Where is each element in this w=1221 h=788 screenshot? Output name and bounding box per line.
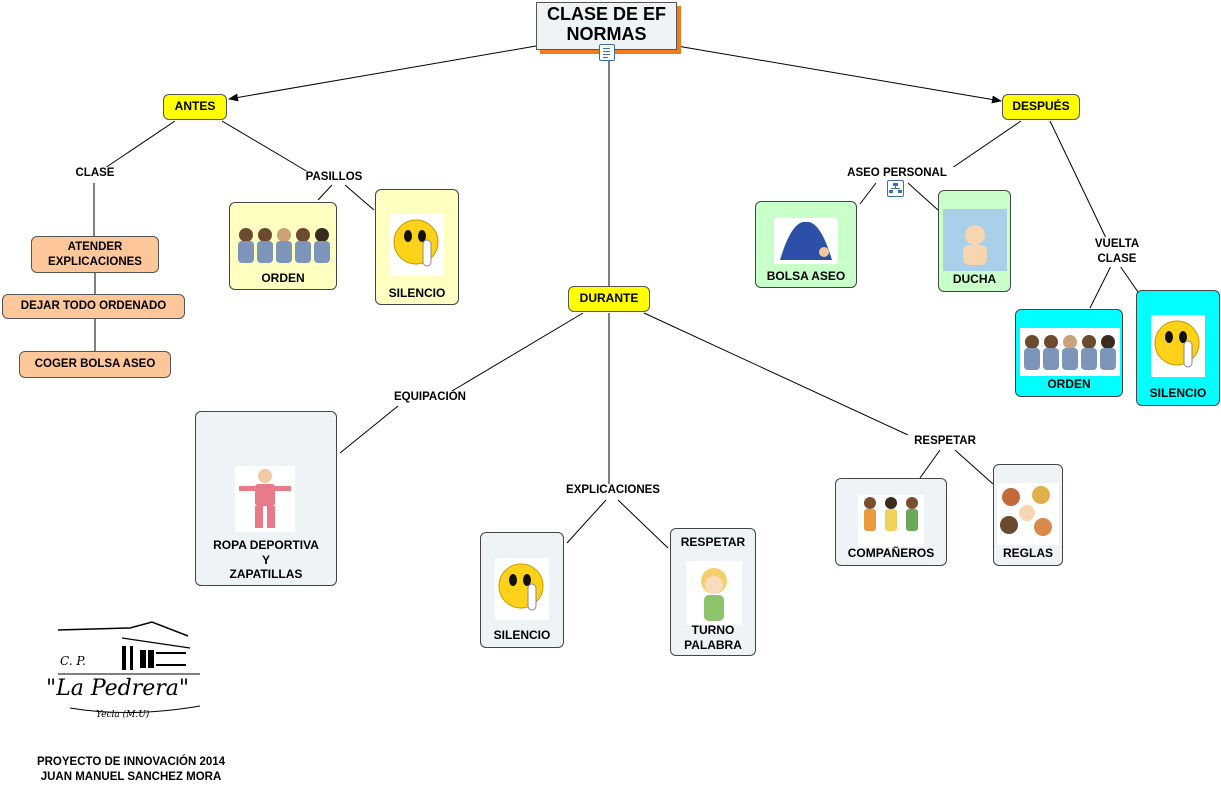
card-ropa-deportiva[interactable]: ROPA DEPORTIVA Y ZAPATILLAS [195, 411, 337, 586]
card-orden-vuelta[interactable]: ORDEN [1015, 309, 1123, 397]
bag-image [774, 218, 838, 264]
card-ducha[interactable]: DUCHA [938, 190, 1011, 292]
node-durante[interactable]: DURANTE [568, 286, 650, 312]
footer-line-1: PROYECTO DE INNOVACIÓN 2014 [36, 756, 226, 768]
card-silencio-explicaciones[interactable]: SILENCIO [480, 532, 564, 648]
girl-image [686, 561, 742, 625]
label-explicaciones: EXPLICACIONES [553, 484, 673, 496]
node-antes[interactable]: ANTES [163, 94, 227, 120]
school-logo: C. P. "La Pedrera" Yecla (M.U) [40, 618, 230, 728]
silence-smiley-image [390, 214, 444, 276]
logo-cp: C. P. [60, 654, 86, 668]
card-caption-line-2: Y [261, 553, 270, 567]
card-orden-pasillos[interactable]: ORDEN [229, 202, 337, 290]
silence-smiley-image [1151, 315, 1205, 377]
card-respetar-turno[interactable]: RESPETAR TURNO PALABRA [670, 528, 756, 656]
tree-icon[interactable] [887, 180, 904, 197]
node-despues[interactable]: DESPUÉS [1002, 94, 1080, 120]
kids-line-image [238, 228, 330, 263]
note-icon[interactable] [599, 44, 615, 61]
kids-line-image [1020, 328, 1120, 376]
label-respetar: RESPETAR [905, 435, 985, 447]
card-caption: REGLAS [1002, 546, 1053, 560]
card-caption: SILENCIO [1149, 386, 1207, 400]
silence-smiley-image [495, 558, 549, 620]
card-silencio-vuelta[interactable]: SILENCIO [1136, 290, 1220, 406]
card-caption-top: RESPETAR [680, 535, 746, 549]
card-caption: SILENCIO [388, 286, 446, 300]
label-pasillos: PASILLOS [296, 171, 372, 183]
logo-town: Yecla (M.U) [96, 710, 150, 720]
title-line-1: CLASE DE EF [546, 4, 666, 24]
label-aseo-personal: ASEO PERSONAL [836, 167, 958, 179]
footer-line-2: JUAN MANUEL SANCHEZ MORA [40, 771, 222, 783]
card-caption: ORDEN [1047, 377, 1091, 391]
map-title[interactable]: CLASE DE EF NORMAS [536, 2, 677, 50]
card-caption-line-3: ZAPATILLAS [229, 567, 303, 581]
title-line-2: NORMAS [566, 24, 647, 44]
card-caption-line-2: PALABRA [684, 638, 742, 652]
card-caption-line-1: TURNO [691, 623, 735, 637]
card-caption: BOLSA ASEO [766, 269, 846, 283]
card-caption: SILENCIO [493, 628, 551, 642]
item-dejar-todo-ordenado[interactable]: DEJAR TODO ORDENADO [2, 294, 185, 319]
footer: PROYECTO DE INNOVACIÓN 2014 JUAN MANUEL … [10, 755, 252, 785]
label-vuelta-clase: VUELTA CLASE [1084, 237, 1150, 267]
item-atender-explicaciones[interactable]: ATENDER EXPLICACIONES [31, 236, 159, 273]
label-equipacion: EQUIPACIÓN [381, 391, 479, 403]
card-silencio-pasillos[interactable]: SILENCIO [375, 189, 459, 305]
item-coger-bolsa-aseo[interactable]: COGER BOLSA ASEO [19, 351, 171, 378]
card-caption: ORDEN [261, 271, 305, 285]
classmates-image [858, 495, 924, 547]
card-bolsa-aseo[interactable]: BOLSA ASEO [755, 201, 857, 288]
card-caption: COMPAÑEROS [847, 546, 935, 560]
card-companeros[interactable]: COMPAÑEROS [835, 478, 947, 566]
logo-name: "La Pedrera" [46, 676, 190, 701]
card-caption: DUCHA [952, 272, 997, 286]
shower-image [943, 209, 1007, 271]
kids-group-image [997, 483, 1059, 545]
card-reglas[interactable]: REGLAS [993, 464, 1063, 566]
card-caption-line-1: ROPA DEPORTIVA [213, 538, 319, 552]
label-clase: CLASE [68, 167, 122, 179]
sportswear-image [235, 466, 295, 532]
